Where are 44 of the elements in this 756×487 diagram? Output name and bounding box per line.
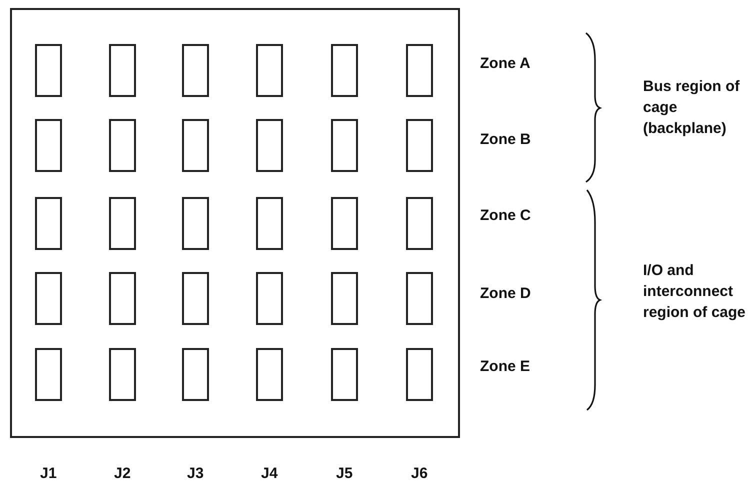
connector-slot <box>406 197 433 250</box>
connector-slot <box>182 272 209 325</box>
connector-slot <box>331 348 358 401</box>
region-label: I/O and interconnect region of cage <box>643 261 747 323</box>
connector-slot <box>256 272 283 325</box>
column-label: J1 <box>40 465 57 483</box>
connector-slot <box>109 197 136 250</box>
connector-slot <box>331 197 358 250</box>
connector-slot <box>182 197 209 250</box>
connector-slot <box>182 348 209 401</box>
column-label: J3 <box>187 465 204 483</box>
connector-slot <box>182 119 209 172</box>
column-label: J6 <box>411 465 428 483</box>
connector-slot <box>256 197 283 250</box>
connector-slot <box>109 348 136 401</box>
connector-slot <box>256 119 283 172</box>
connector-slot <box>35 348 62 401</box>
connector-slot <box>406 348 433 401</box>
connector-slot <box>406 272 433 325</box>
connector-slot <box>256 44 283 97</box>
connector-slot <box>331 119 358 172</box>
connector-slot <box>109 119 136 172</box>
zone-label: Zone C <box>480 206 531 226</box>
zone-label: Zone E <box>480 357 530 377</box>
connector-slot <box>35 44 62 97</box>
connector-slot <box>182 44 209 97</box>
connector-slot <box>109 272 136 325</box>
zone-label: Zone D <box>480 284 531 304</box>
connector-slot <box>35 272 62 325</box>
zone-label: Zone A <box>480 54 530 74</box>
column-label: J2 <box>114 465 131 483</box>
region-label: Bus region of cage (backplane) <box>643 77 741 139</box>
connector-slot <box>256 348 283 401</box>
connector-slot <box>331 272 358 325</box>
column-label: J5 <box>336 465 353 483</box>
connector-slot <box>406 119 433 172</box>
column-label: J4 <box>261 465 278 483</box>
connector-slot <box>35 119 62 172</box>
connector-slot <box>35 197 62 250</box>
connector-slot <box>109 44 136 97</box>
connector-slot <box>406 44 433 97</box>
backplane-frame <box>10 8 460 438</box>
connector-slot <box>331 44 358 97</box>
zone-label: Zone B <box>480 130 531 150</box>
